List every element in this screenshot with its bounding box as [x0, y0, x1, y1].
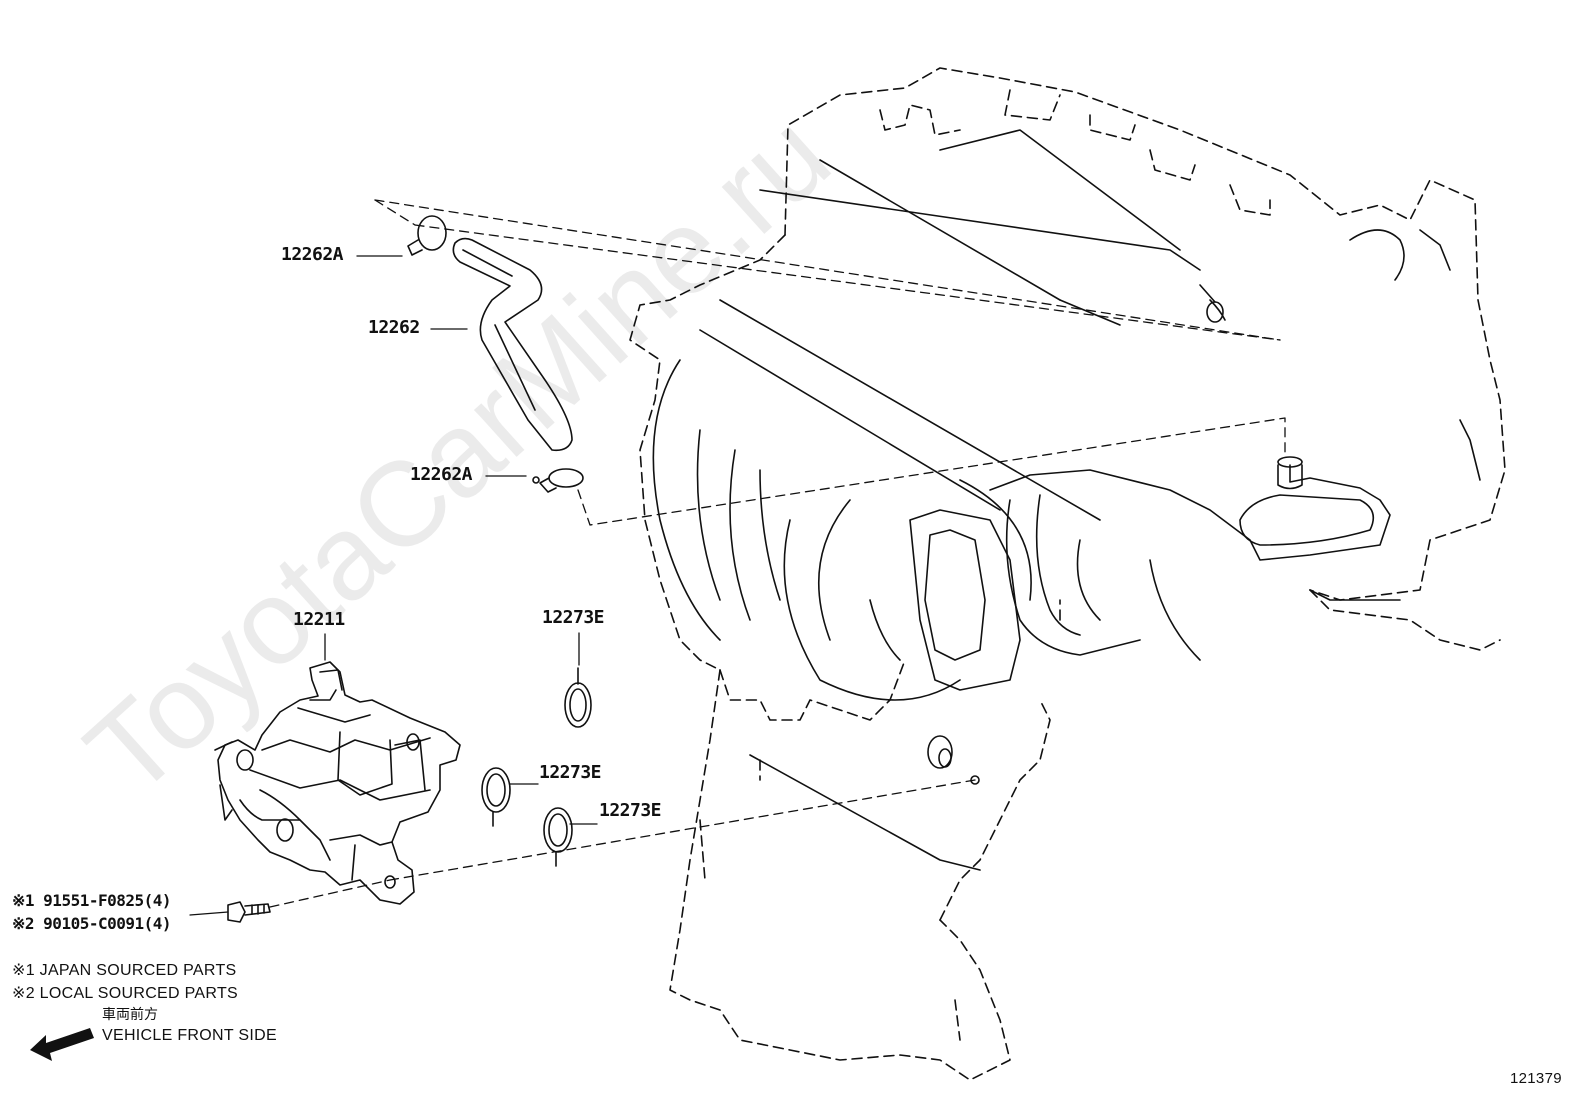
engine-solid-details [652, 129, 1481, 871]
direction-label-japanese: 車両前方 [102, 1007, 158, 1023]
callout-gasket-mid: 12273E [539, 762, 602, 783]
gasket-mid-shape [481, 767, 511, 827]
hose-clamp-bottom-shape [532, 468, 584, 493]
hose-shape [452, 237, 573, 452]
hose-clamp-top-shape [407, 215, 447, 256]
direction-label-english: VEHICLE FRONT SIDE [102, 1027, 277, 1044]
callout-bolt-part-1: ※1 91551-F0825(4) [12, 891, 172, 910]
callout-vacuum-pump: 12211 [293, 609, 345, 630]
bolt-shape [227, 901, 271, 923]
note-japan-sourced: ※1 JAPAN SOURCED PARTS [12, 962, 237, 979]
engine-outline [629, 67, 1506, 1081]
figure-number: 121379 [1510, 1070, 1562, 1087]
callout-gasket-top: 12273E [542, 607, 605, 628]
callout-hose-clamp-top: 12262A [281, 244, 344, 265]
callout-gasket-low: 12273E [599, 800, 662, 821]
callout-hose-clamp-bottom: 12262A [410, 464, 473, 485]
note-local-sourced: ※2 LOCAL SOURCED PARTS [12, 985, 238, 1002]
leader-dashed-lines [269, 199, 1286, 908]
callout-bolt-part-2: ※2 90105-C0091(4) [12, 914, 172, 933]
arrow-left-icon [30, 1028, 94, 1061]
callout-leaders [189, 255, 598, 916]
callout-hose: 12262 [368, 317, 420, 338]
vacuum-pump-shape [214, 661, 461, 905]
gasket-low-shape [543, 807, 573, 867]
gasket-top-shape [564, 667, 592, 728]
